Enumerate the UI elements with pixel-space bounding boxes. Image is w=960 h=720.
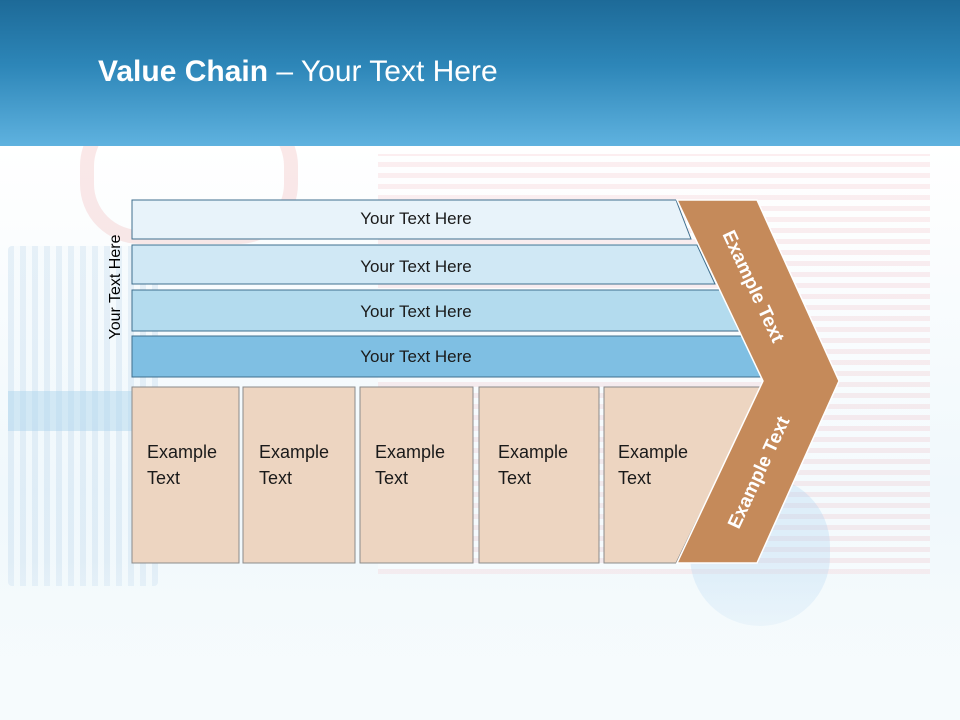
title-bar: Value Chain – Your Text Here xyxy=(0,0,960,146)
box-2[interactable]: Example Text xyxy=(242,386,356,564)
box-1[interactable]: Example Text xyxy=(131,386,240,564)
box-2-line2: Text xyxy=(259,468,292,488)
band-4-label: Your Text Here xyxy=(360,347,472,366)
band-1[interactable]: Your Text Here xyxy=(131,199,692,240)
box-2-shape xyxy=(242,386,356,564)
box-4[interactable]: Example Text xyxy=(478,386,600,564)
box-1-line1: Example xyxy=(147,442,217,462)
box-3-line1: Example xyxy=(375,442,445,462)
support-boxes: Example Text Example Text Example Text E… xyxy=(131,386,763,564)
band-1-label: Your Text Here xyxy=(360,209,472,228)
box-4-line1: Example xyxy=(498,442,568,462)
box-1-line2: Text xyxy=(147,468,180,488)
box-1-shape xyxy=(131,386,240,564)
primary-bands: Your Text Here Your Text Here Your Text … xyxy=(131,199,764,378)
box-4-line2: Text xyxy=(498,468,531,488)
box-3-line2: Text xyxy=(375,468,408,488)
band-4[interactable]: Your Text Here xyxy=(131,335,764,378)
slide-title: Value Chain – Your Text Here xyxy=(98,55,498,89)
box-5-line1: Example xyxy=(618,442,688,462)
band-2[interactable]: Your Text Here xyxy=(131,244,716,285)
box-5-line2: Text xyxy=(618,468,651,488)
title-rest: – Your Text Here xyxy=(268,55,498,88)
reflection-fade xyxy=(0,560,960,720)
title-bold: Value Chain xyxy=(98,55,269,88)
box-3[interactable]: Example Text xyxy=(359,386,474,564)
band-2-label: Your Text Here xyxy=(360,257,472,276)
box-2-line1: Example xyxy=(259,442,329,462)
box-4-shape xyxy=(478,386,600,564)
box-3-shape xyxy=(359,386,474,564)
band-3-label: Your Text Here xyxy=(360,302,472,321)
band-3[interactable]: Your Text Here xyxy=(131,289,740,332)
band-1-shape xyxy=(131,199,692,240)
band-2-shape xyxy=(131,244,716,285)
vertical-label: Your Text Here xyxy=(107,234,124,340)
box-5[interactable]: Example Text xyxy=(603,386,763,564)
